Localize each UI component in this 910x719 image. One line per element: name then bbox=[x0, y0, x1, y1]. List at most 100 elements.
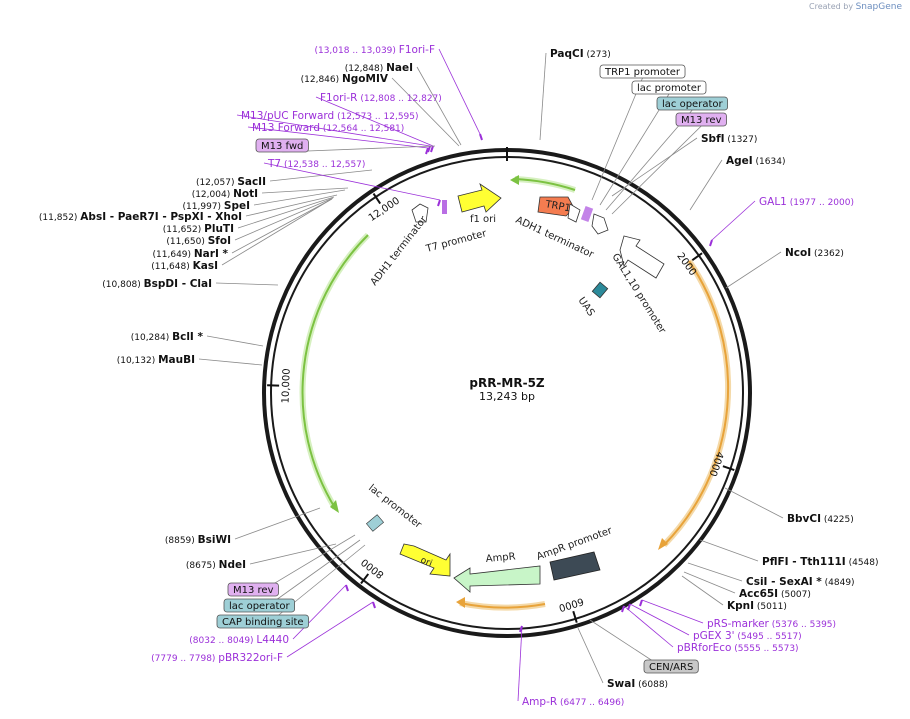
primer-mark bbox=[621, 605, 625, 613]
primer-mark bbox=[639, 599, 643, 607]
restriction-site-label: PaqCI (273) bbox=[550, 48, 611, 60]
leader-line bbox=[292, 584, 347, 640]
t7-promoter-label: T7 promoter bbox=[424, 228, 489, 255]
site-name: KpnI bbox=[727, 600, 754, 612]
feature-box-label: M13 rev bbox=[233, 585, 274, 596]
site-position: (4849) bbox=[822, 578, 855, 588]
site-name: PaqCI bbox=[550, 48, 584, 60]
leader-line bbox=[438, 48, 481, 135]
site-position: (8859) bbox=[165, 536, 198, 546]
restriction-site-label: (12,848) NaeI bbox=[345, 62, 413, 74]
feature-box-label: M13 fwd bbox=[261, 141, 303, 152]
primer-name: pBRforEco bbox=[677, 642, 731, 654]
restriction-site-label: (11,652) PluTI bbox=[163, 223, 234, 235]
site-position: (10,132) bbox=[117, 356, 158, 366]
leader-line bbox=[253, 189, 346, 206]
primer-mark bbox=[627, 603, 631, 611]
primer-range: (6477 .. 6496) bbox=[557, 698, 624, 708]
primer-range: (5495 .. 5517) bbox=[735, 632, 802, 642]
green-orf-arrowhead-top bbox=[510, 175, 519, 185]
leader-line bbox=[236, 114, 431, 147]
site-name: BsiWI bbox=[198, 534, 231, 546]
site-name: SbfI bbox=[701, 133, 725, 145]
primer-range: (8032 .. 8049) bbox=[189, 636, 256, 646]
primer-mark bbox=[372, 601, 376, 609]
primer-range: (5555 .. 5573) bbox=[731, 644, 798, 654]
primer-label: F1ori-R (12,808 .. 12,827) bbox=[320, 92, 442, 104]
leader-line bbox=[249, 543, 337, 565]
primer-label: pRS-marker (5376 .. 5395) bbox=[707, 618, 836, 630]
green-orf-arc-top-halo bbox=[514, 176, 576, 193]
site-position: (4548) bbox=[846, 558, 879, 568]
leader-line bbox=[725, 251, 782, 289]
restriction-site-label: (12,057) SacII bbox=[196, 176, 266, 188]
primer-name: F1ori-R bbox=[320, 92, 357, 104]
leader-line bbox=[611, 137, 698, 197]
primer-label: (13,018 .. 13,039) F1ori-F bbox=[314, 44, 435, 56]
leader-line bbox=[699, 539, 759, 562]
site-position: (8675) bbox=[186, 561, 219, 571]
leader-line bbox=[681, 575, 724, 606]
tick-mark bbox=[722, 465, 735, 472]
f1-ori-label: f1 ori bbox=[470, 214, 496, 225]
ori-feature bbox=[399, 543, 451, 577]
leader-line bbox=[724, 487, 784, 519]
orange-orf-arc-right bbox=[663, 260, 730, 546]
primer-label: Amp-R (6477 .. 6496) bbox=[522, 696, 624, 708]
feature-box bbox=[216, 614, 309, 629]
green-orf-arrowhead-left bbox=[330, 500, 339, 513]
leader-line bbox=[261, 187, 349, 194]
feature-box-label: M13 rev bbox=[681, 115, 722, 126]
restriction-site-label: (11,650) SfoI bbox=[166, 235, 231, 247]
site-name: Acc65I bbox=[739, 588, 778, 600]
primer-name: pRS-marker bbox=[707, 618, 770, 630]
primer-name: M13 Forward bbox=[252, 122, 320, 134]
restriction-site-label: SbfI (1327) bbox=[701, 133, 757, 145]
leader-line bbox=[687, 562, 743, 582]
site-position: (11,650) bbox=[166, 237, 207, 247]
snapgene-credit: Created by SnapGene bbox=[809, 2, 902, 12]
site-position: (1327) bbox=[725, 135, 758, 145]
ori-label: ori bbox=[419, 556, 434, 570]
site-position: (12,057) bbox=[196, 178, 237, 188]
adh1-terminator-left-feature bbox=[411, 203, 429, 223]
primer-range: (7779 .. 7798) bbox=[151, 654, 218, 664]
restriction-site-label: KpnI (5011) bbox=[727, 600, 787, 612]
plasmid-length: 13,243 bp bbox=[479, 390, 535, 403]
restriction-site-label: (12,846) NgoMIV bbox=[301, 73, 389, 85]
tick-mark bbox=[691, 252, 703, 261]
feature-box bbox=[223, 598, 295, 613]
primer-name: F1ori-F bbox=[399, 44, 435, 56]
primer-name: GAL1 bbox=[759, 196, 787, 208]
leader-line bbox=[198, 358, 263, 366]
feature-box-label: lac operator bbox=[229, 601, 290, 612]
leader-line bbox=[245, 194, 338, 217]
site-name: BbvCI bbox=[787, 513, 821, 525]
site-position: (11,997) bbox=[183, 202, 224, 212]
feature-box-label: CEN/ARS bbox=[649, 662, 693, 673]
primer-mark bbox=[519, 625, 523, 633]
site-name: NaeI bbox=[386, 62, 413, 74]
lac-operator-site-marker bbox=[580, 206, 594, 222]
uas-label: UAS bbox=[576, 295, 597, 318]
primer-label: (8032 .. 8049) L4440 bbox=[189, 634, 289, 646]
site-name: SwaI bbox=[607, 678, 635, 690]
orange-orf-arc-bottom bbox=[459, 602, 546, 609]
leader-line bbox=[234, 507, 321, 540]
primer-label: T7 (12,538 .. 12,557) bbox=[267, 158, 365, 170]
site-position: (6088) bbox=[635, 680, 668, 690]
snapgene-brand: SnapGene bbox=[855, 2, 902, 12]
site-name: CsiI - SexAI * bbox=[746, 576, 822, 588]
site-position: (11,648) bbox=[151, 262, 192, 272]
feature-box-label: lac operator bbox=[662, 99, 723, 110]
primer-mark bbox=[430, 145, 434, 153]
orange-orf-arrowhead-bottom bbox=[456, 597, 465, 608]
leader-line bbox=[711, 200, 756, 241]
site-name: NarI * bbox=[194, 248, 229, 260]
ampr-label: AmpR bbox=[485, 551, 516, 565]
uas-feature bbox=[591, 281, 609, 299]
green-orf-arc-left bbox=[301, 234, 369, 509]
primer-mark bbox=[437, 199, 441, 207]
site-name: NdeI bbox=[219, 559, 246, 571]
